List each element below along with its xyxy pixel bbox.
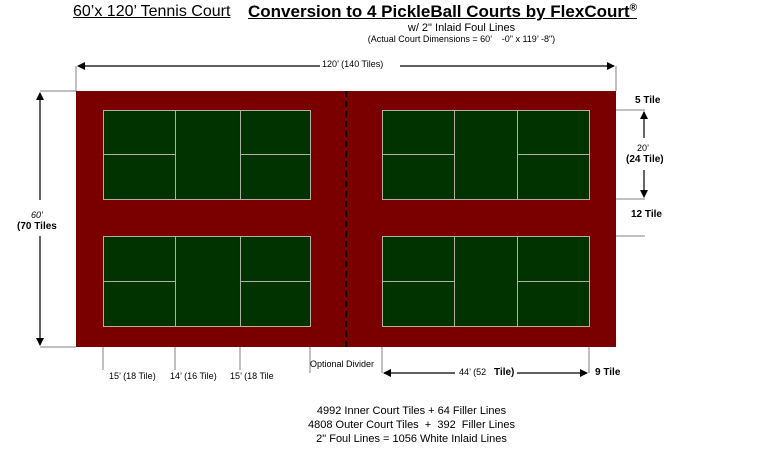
court-width-tiles: (24 Tile) bbox=[626, 154, 664, 165]
court-width-ft: 20’ bbox=[637, 143, 650, 153]
registered-mark: ® bbox=[629, 2, 638, 14]
center-gap-label: 12 Tile bbox=[631, 209, 662, 220]
court-bottom-right bbox=[382, 236, 590, 327]
end-margin-label: 9 Tile bbox=[595, 367, 621, 378]
footer-line-2: 4808 Outer Court Tiles + 392 Filler Line… bbox=[308, 419, 515, 431]
court-bottom-left bbox=[103, 236, 311, 327]
extension-lines bbox=[40, 66, 645, 373]
subtitle: w/ 2" Inlaid Foul Lines bbox=[407, 22, 516, 34]
court-length-tiles: Tile) bbox=[494, 367, 515, 378]
footer-line-3: 2" Foul Lines = 1056 White Inlaid Lines bbox=[316, 433, 507, 445]
top-width-label: 120’ (140 Tiles) bbox=[322, 59, 384, 69]
court-top-right bbox=[382, 110, 590, 200]
footer-line-1: 4992 Inner Court Tiles + 64 Filler Lines bbox=[316, 405, 507, 417]
tennis-court-title: 60’x 120’ Tennis Court bbox=[73, 3, 231, 20]
court-length-ft: 44’ (52 bbox=[459, 367, 487, 377]
optional-divider-label: Optional Divider bbox=[310, 359, 375, 369]
bottom-zone-1: 15’ (18 Tile) bbox=[109, 371, 156, 381]
dimensions-note: (Actual Court Dimensions = 60’ -0" x 119… bbox=[367, 34, 556, 44]
right-top-margin: 5 Tile bbox=[635, 95, 661, 106]
left-height-ft: 60’ bbox=[31, 210, 44, 220]
bottom-zone-3: 15’ (18 Tile bbox=[230, 371, 274, 381]
main-title: Conversion to 4 PickleBall Courts by Fle… bbox=[248, 2, 637, 22]
bottom-zone-2: 14’ (16 Tile) bbox=[170, 371, 217, 381]
left-height-tiles: (70 Tiles bbox=[17, 221, 57, 232]
court-top-left bbox=[103, 110, 311, 200]
main-title-text: Conversion to 4 PickleBall Courts by Fle… bbox=[248, 2, 630, 21]
